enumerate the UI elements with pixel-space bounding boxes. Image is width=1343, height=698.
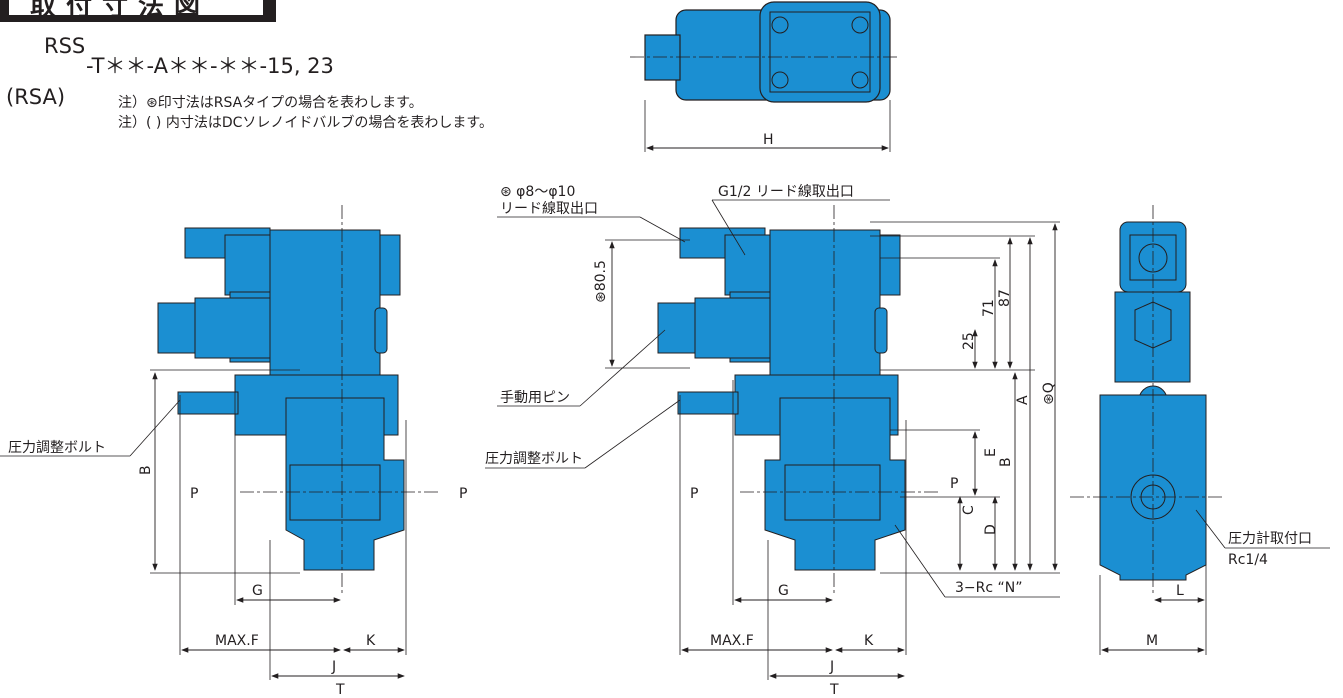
model-line-2: (RSA) [6, 85, 66, 109]
dim-j-right: J [829, 659, 834, 675]
dim-f-left: MAX.F [215, 633, 259, 649]
lead-wire-g-label: G1/2 リード線取出口 [718, 184, 854, 200]
dim-k-right: K [864, 633, 874, 649]
left-front-view: B G MAX.F K J P P T 圧力調整ボルト [0, 205, 467, 698]
dim-87: 87 [997, 289, 1013, 307]
gauge-size-label: Rc1/4 [1228, 552, 1268, 568]
dim-m: M [1146, 633, 1158, 649]
page-title: 取付寸法図 [30, 0, 211, 22]
lead-wire-ac-label-2: リード線取出口 [500, 201, 598, 217]
side-view: M L 圧力計取付口 Rc1/4 [1070, 205, 1330, 655]
dim-k-left: K [366, 633, 376, 649]
dim-c: C [961, 505, 977, 515]
dim-g-left: G [252, 583, 263, 599]
port-t-right: T [829, 682, 839, 698]
port-p-left-b: P [459, 486, 467, 502]
dim-f-right: MAX.F [710, 633, 754, 649]
pressure-bolt-label-left: 圧力調整ボルト [8, 440, 106, 456]
port-p-right-a: P [690, 486, 698, 502]
dim-j-left: J [331, 659, 336, 675]
note-2: 注）( ) 内寸法はDCソレノイドバルブの場合を表わします。 [118, 115, 493, 131]
lead-wire-ac-label: ⊛ φ8〜φ10 [500, 184, 575, 200]
dim-g-right: G [778, 583, 789, 599]
section-header [0, 0, 276, 22]
port-p-right-b: P [950, 476, 958, 492]
port-p-left-a: P [190, 486, 198, 502]
dim-q: ⊛Q [1041, 382, 1057, 405]
model-line-1: RSS [44, 34, 86, 58]
dim-b-right: B [998, 457, 1014, 467]
dim-b-left: B [138, 465, 154, 475]
dim-e: E [983, 448, 999, 457]
dim-71: 71 [981, 299, 997, 317]
model-suffix: -T＊＊-A＊＊-＊＊-15, 23 [86, 54, 334, 78]
dim-d: D [983, 524, 999, 535]
dim-a: A [1015, 395, 1031, 405]
gauge-port-label: 圧力計取付口 [1228, 531, 1312, 547]
right-front-view: ⊛Q A 87 71 25 B E D C ⊛80.5 G MAX.F K J [485, 184, 1060, 698]
dim-l: L [1176, 583, 1184, 599]
note-1: 注）⊛印寸法はRSAタイプの場合を表わします。 [118, 95, 423, 111]
dim-805: ⊛80.5 [593, 260, 609, 303]
dim-h: H [763, 132, 774, 148]
top-view: H [630, 1, 900, 152]
dim-25: 25 [961, 332, 977, 350]
rc-n-label: 3−Rc “N” [955, 580, 1023, 596]
manual-pin-label: 手動用ピン [500, 390, 570, 406]
port-t-left: T [335, 682, 345, 698]
pressure-bolt-label-right: 圧力調整ボルト [485, 451, 583, 467]
